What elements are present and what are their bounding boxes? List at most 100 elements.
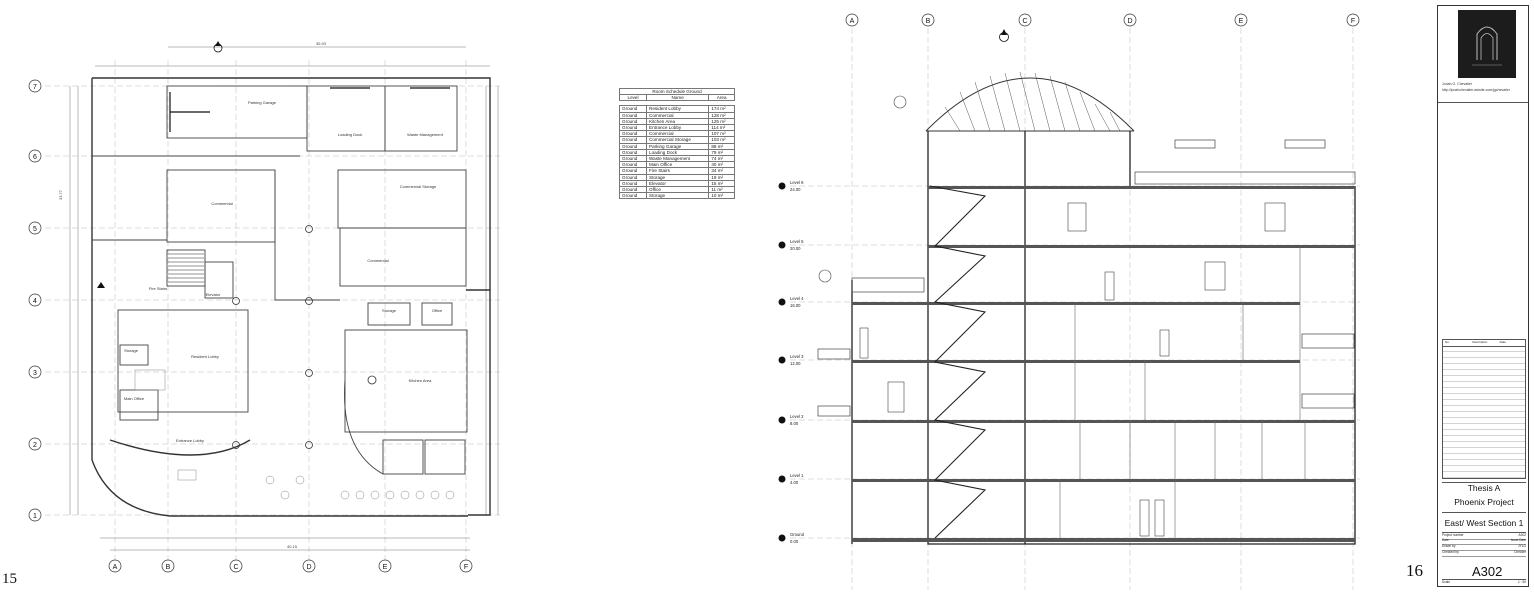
sheet-number: A302 [1472, 564, 1503, 579]
plan-furniture [134, 369, 455, 500]
svg-text:F: F [464, 564, 468, 571]
roof-arch [925, 77, 1135, 132]
svg-text:F: F [1351, 18, 1355, 25]
grid-bubble-row: 5 [28, 221, 42, 235]
grid-bubble-col: F [1346, 13, 1360, 27]
room-label: Commercial [211, 201, 232, 206]
svg-text:C: C [1022, 18, 1027, 25]
grid-bubble-col: D [302, 559, 316, 573]
room-label: Main Office [124, 396, 145, 401]
grid-bubble-col: C [229, 559, 243, 573]
rev-header: No. [1445, 340, 1450, 344]
room-label: Resident Lobby [191, 354, 219, 359]
svg-text:Ground: Ground [790, 532, 805, 537]
svg-text:12.00: 12.00 [790, 361, 801, 366]
dimension-lines [69, 46, 499, 551]
room-label: Parking Garage [248, 100, 277, 105]
svg-text:Level 3: Level 3 [790, 354, 804, 359]
fire-stairs [929, 185, 987, 539]
svg-text:7: 7 [33, 84, 37, 91]
room-label: Office [432, 308, 443, 313]
north-arrow-left [97, 282, 105, 288]
grid-bubble-col: E [378, 559, 392, 573]
room-label: Waste Management [407, 132, 444, 137]
svg-text:24.00: 24.00 [790, 187, 801, 192]
svg-text:D: D [1127, 18, 1132, 25]
revision-table: No. Description Date [1442, 339, 1526, 479]
section-partitions [1059, 245, 1306, 538]
room-label: Entrance Lobby [176, 438, 204, 443]
section-north-arrow [999, 29, 1009, 42]
svg-text:4: 4 [33, 298, 37, 305]
level-marker: Level 3 12.00 [778, 354, 804, 366]
title-block: Jonah G. Chevalier http://jonahchevalier… [1437, 5, 1529, 587]
dim-bottom: 40.15 [287, 544, 298, 549]
level-marker: Level 14.00 [778, 473, 804, 485]
sheet-name-block: East/ West Section 1 [1442, 512, 1526, 528]
svg-text:B: B [926, 18, 931, 25]
grid-bubble-row: 1 [28, 508, 42, 522]
level-marker: Level 6 24.00 [778, 180, 804, 192]
north-arrow-top [213, 41, 223, 53]
author-url[interactable]: http://jonahchevalier.wixsite.com/jgchev… [1442, 88, 1510, 92]
rev-header: Description [1472, 340, 1488, 344]
plan-interior-walls [92, 85, 468, 475]
svg-text:Level 6: Level 6 [790, 180, 804, 185]
room-label: Storage [382, 308, 397, 313]
sheet-name: East/ West Section 1 [1444, 518, 1524, 528]
svg-text:A: A [113, 564, 118, 571]
svg-text:B: B [166, 564, 171, 571]
floor-slabs [852, 186, 1355, 542]
schedule-title: Room Schedule Ground [619, 87, 735, 96]
balconies [817, 139, 1356, 417]
svg-text:2: 2 [33, 442, 37, 449]
grid-bubble-col: B [161, 559, 175, 573]
level-marker: Level 5 20.00 [778, 239, 804, 251]
svg-text:1: 1 [33, 513, 37, 520]
grid-bubble-col: E [1234, 13, 1248, 27]
room-schedule-table: Room Schedule Ground Level Name Area Gro… [618, 87, 735, 200]
svg-text:Level 5: Level 5 [790, 239, 804, 244]
svg-text:5: 5 [33, 226, 37, 233]
grid-bubble-col: B [921, 13, 935, 27]
east-west-section: Level 624.00 Level 520.00 Level 416.00 L… [778, 13, 1360, 590]
svg-text:C: C [233, 564, 238, 571]
room-label: Fire Stairs [149, 286, 167, 291]
grid-bubble-row: 2 [28, 437, 42, 451]
room-label: Loading Dock [338, 132, 362, 137]
room-label: Elevator [206, 292, 221, 297]
svg-text:E: E [383, 564, 388, 571]
logo-emblem-icon [1472, 26, 1502, 66]
roof-truss [944, 71, 1121, 132]
grid-bubble-row: 3 [28, 365, 42, 379]
grid-bubble-col: A [108, 559, 122, 573]
ground-floor-plan: 35.93 33.77 40.15 [28, 41, 500, 573]
project-line-1: Thesis A [1467, 483, 1501, 493]
section-outline [851, 131, 1356, 545]
svg-text:3: 3 [33, 370, 37, 377]
schedule-header: Area [708, 94, 735, 102]
svg-text:Level 1: Level 1 [790, 473, 804, 478]
dim-overall-depth: 33.77 [58, 189, 63, 200]
plan-columns [232, 225, 377, 449]
plan-fire-stairs [168, 253, 204, 283]
room-label: Storage [124, 348, 139, 353]
page-number-left: 15 [2, 571, 17, 587]
svg-text:Level 2: Level 2 [790, 414, 804, 419]
rev-header: Date [1499, 340, 1506, 344]
svg-text:D: D [306, 564, 311, 571]
svg-text:20.00: 20.00 [790, 246, 801, 251]
